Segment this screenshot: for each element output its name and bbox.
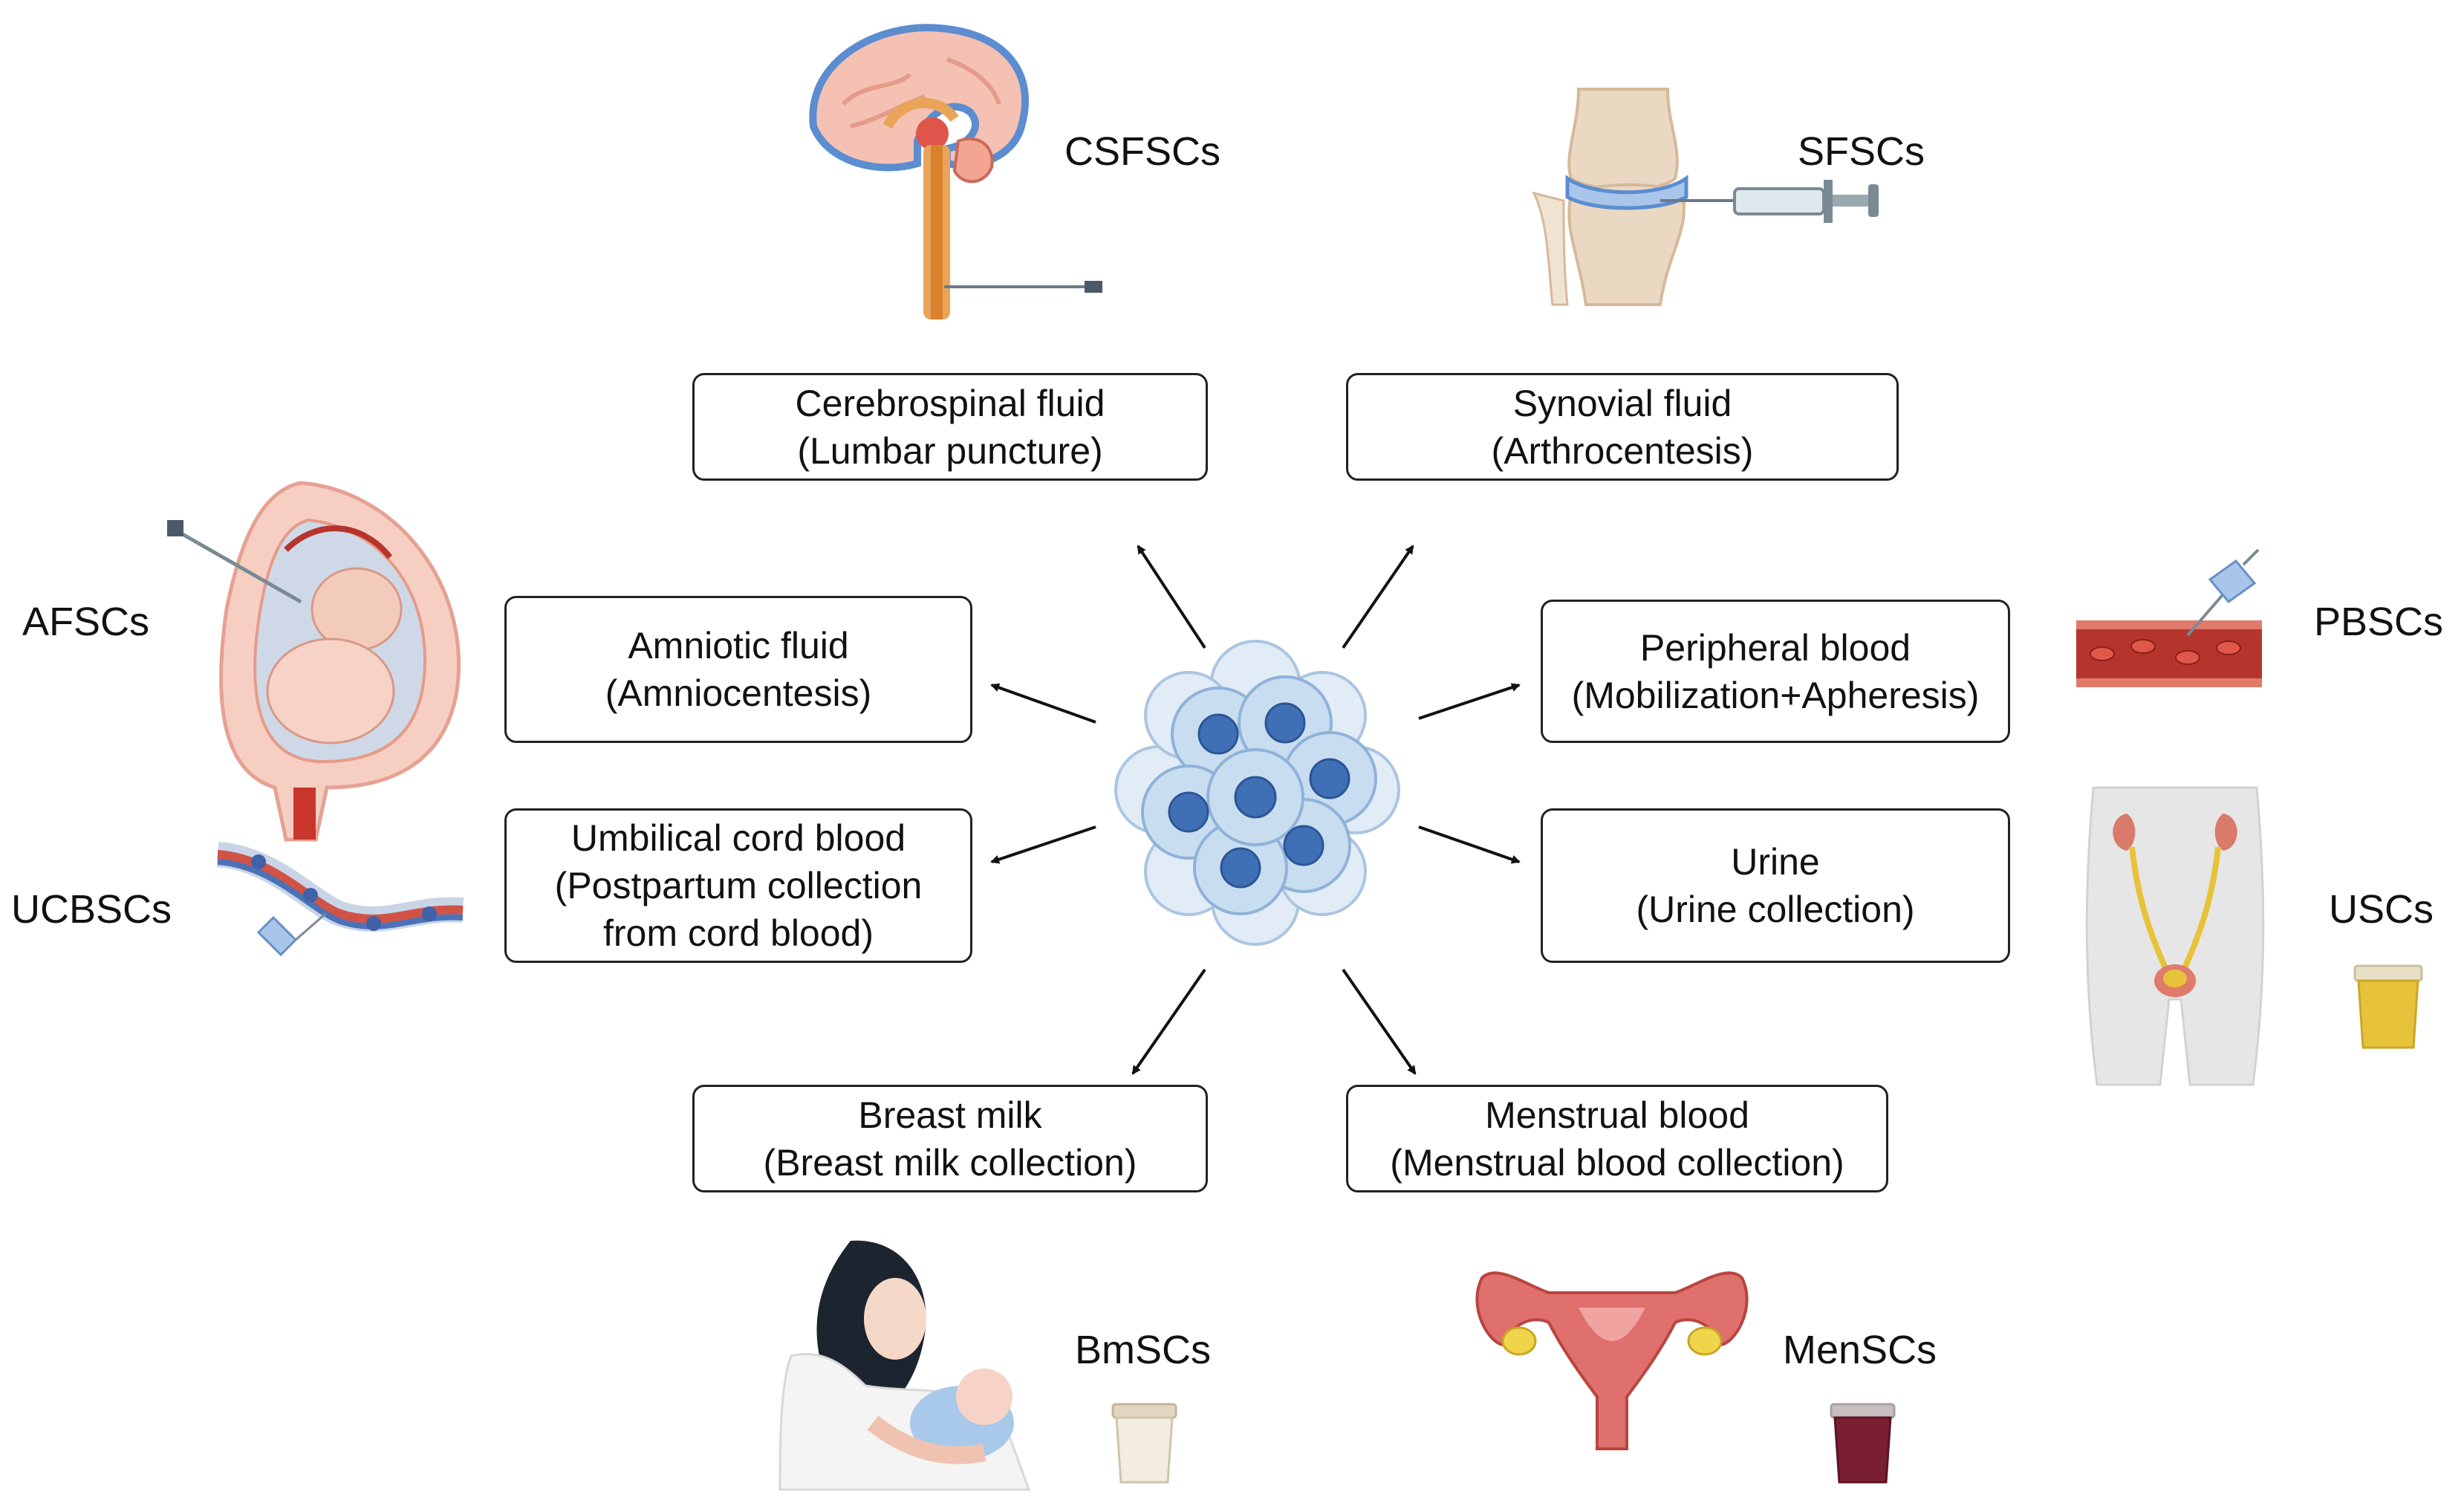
afscs-label: AFSCs	[22, 600, 150, 644]
sfscs-label: SFSCs	[1798, 129, 1925, 174]
ucbscs-label: UCBSCs	[11, 887, 172, 932]
urine-cup-icon	[2353, 964, 2423, 1049]
sf-source-box: Synovial fluid (Arthrocentesis)	[1346, 373, 1899, 481]
brain-spinal-cord-illustration	[809, 24, 1102, 319]
csf-source-box: Cerebrospinal fluid (Lumbar puncture)	[692, 373, 1208, 481]
blood-vessel-illustration	[2076, 548, 2262, 687]
arrow-to-csf	[1137, 545, 1206, 649]
csf-source-label: Cerebrospinal fluid	[795, 382, 1105, 424]
bm-source-box: Breast milk (Breast milk collection)	[692, 1085, 1208, 1192]
ucb-method-label: (Postpartum collection	[554, 865, 923, 906]
umbilical-cord-illustration	[216, 842, 464, 957]
ucb-method-label-cont: from cord blood)	[602, 912, 874, 954]
bmscs-label: BmSCs	[1075, 1328, 1212, 1372]
pb-method-label: (Mobilization+Apheresis)	[1571, 674, 1980, 716]
pb-source-box: Peripheral blood (Mobilization+Apheresis…	[1541, 600, 2010, 743]
pb-source-label: Peripheral blood	[1639, 626, 1911, 669]
csf-method-label: (Lumbar puncture)	[797, 429, 1103, 472]
urine-source-box: Urine (Urine collection)	[1541, 808, 2010, 963]
arrow-to-ucb	[990, 825, 1096, 864]
arrow-to-urine	[1418, 825, 1521, 864]
men-source-box: Menstrual blood (Menstrual blood collect…	[1346, 1085, 1888, 1192]
men-source-label: Menstrual blood	[1485, 1094, 1749, 1136]
bm-method-label: (Breast milk collection)	[763, 1141, 1137, 1184]
stem-cell-cluster	[1114, 640, 1400, 946]
uscs-label: USCs	[2329, 887, 2434, 932]
men-method-label: (Menstrual blood collection)	[1390, 1141, 1844, 1184]
pbscs-label: PBSCs	[2314, 600, 2444, 644]
arrow-to-sf	[1342, 545, 1414, 649]
ucb-source-label: Umbilical cord blood	[571, 817, 906, 859]
arrow-to-bm	[1131, 968, 1206, 1075]
pregnant-uterus-illustration	[167, 481, 461, 842]
arrow-to-pb	[1418, 683, 1521, 720]
knee-joint-illustration	[1532, 88, 1879, 306]
af-method-label: (Amniocentesis)	[605, 672, 872, 714]
urine-source-label: Urine	[1731, 841, 1820, 883]
menstrual-cup-icon	[1830, 1403, 1896, 1484]
ucb-source-box: Umbilical cord blood (Postpartum collect…	[504, 808, 972, 963]
csfscs-label: CSFSCs	[1064, 129, 1221, 174]
uterus-illustration	[1475, 1271, 1749, 1450]
milk-cup-icon	[1111, 1403, 1177, 1484]
breastfeeding-illustration	[778, 1240, 1031, 1491]
bm-source-label: Breast milk	[858, 1094, 1042, 1136]
af-source-box: Amniotic fluid (Amniocentesis)	[504, 596, 972, 743]
menscs-label: MenSCs	[1783, 1328, 1937, 1372]
sf-method-label: (Arthrocentesis)	[1491, 429, 1754, 472]
urinary-system-illustration	[2085, 786, 2265, 1086]
arrow-to-af	[990, 683, 1096, 724]
urine-method-label: (Urine collection)	[1636, 889, 1915, 930]
sf-source-label: Synovial fluid	[1512, 382, 1732, 424]
arrow-to-men	[1342, 968, 1417, 1075]
af-source-label: Amniotic fluid	[628, 625, 849, 666]
